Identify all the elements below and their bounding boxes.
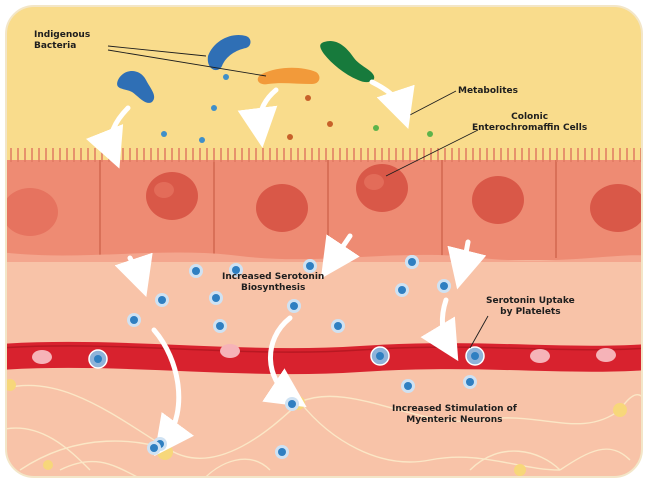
metabolite xyxy=(255,132,261,138)
nucleus xyxy=(146,172,198,220)
neuron xyxy=(514,464,526,476)
serotonin-molecule xyxy=(287,299,301,313)
label-increased-serotonin-biosynthesis: Increased Serotonin Biosynthesis xyxy=(222,272,324,294)
metabolite xyxy=(199,137,205,143)
nucleus xyxy=(356,164,408,212)
metabolite xyxy=(161,131,167,137)
serotonin-molecule xyxy=(155,293,169,307)
platelet xyxy=(220,344,240,358)
serotonin-molecule xyxy=(463,375,477,389)
serotonin-molecule xyxy=(209,291,223,305)
platelet xyxy=(32,350,52,364)
metabolite xyxy=(327,121,333,127)
nucleus xyxy=(590,184,646,232)
serotonin-molecule xyxy=(127,313,141,327)
metabolite xyxy=(287,134,293,140)
label-serotonin-uptake-by-platelets: Serotonin Uptake by Platelets xyxy=(486,296,575,318)
label-increased-stimulation-of-myenteric-neurons: Increased Stimulation of Myenteric Neuro… xyxy=(392,404,517,426)
serotonin-molecule xyxy=(401,379,415,393)
metabolite xyxy=(223,74,229,80)
serotonin-molecule xyxy=(437,279,451,293)
label-colonic-enterochromaffin-cells: Colonic Enterochromaffin Cells xyxy=(472,112,587,134)
serotonin-molecule xyxy=(275,445,289,459)
nucleus xyxy=(256,184,308,232)
platelet xyxy=(596,348,616,362)
intestinal-lumen xyxy=(0,0,648,180)
nucleus xyxy=(472,176,524,224)
metabolite xyxy=(427,131,433,137)
neuron xyxy=(43,460,53,470)
serotonin-molecule xyxy=(331,319,345,333)
metabolite xyxy=(373,125,379,131)
neuron xyxy=(613,403,627,417)
platelet xyxy=(530,349,550,363)
epithelial-cell-layer xyxy=(0,148,648,262)
serotonin-molecule xyxy=(303,259,317,273)
serotonin-molecule xyxy=(285,397,299,411)
metabolite xyxy=(401,113,407,119)
serotonin-molecule xyxy=(213,319,227,333)
serotonin-molecule xyxy=(395,283,409,297)
nucleus xyxy=(2,188,58,236)
metabolite xyxy=(211,105,217,111)
serotonin-molecule xyxy=(405,255,419,269)
serotonin-molecule xyxy=(189,264,203,278)
label-indigenous-bacteria: Indigenous Bacteria xyxy=(34,30,90,52)
label-metabolites: Metabolites xyxy=(458,86,518,97)
serotonin-molecule xyxy=(147,441,161,455)
metabolite xyxy=(305,95,311,101)
